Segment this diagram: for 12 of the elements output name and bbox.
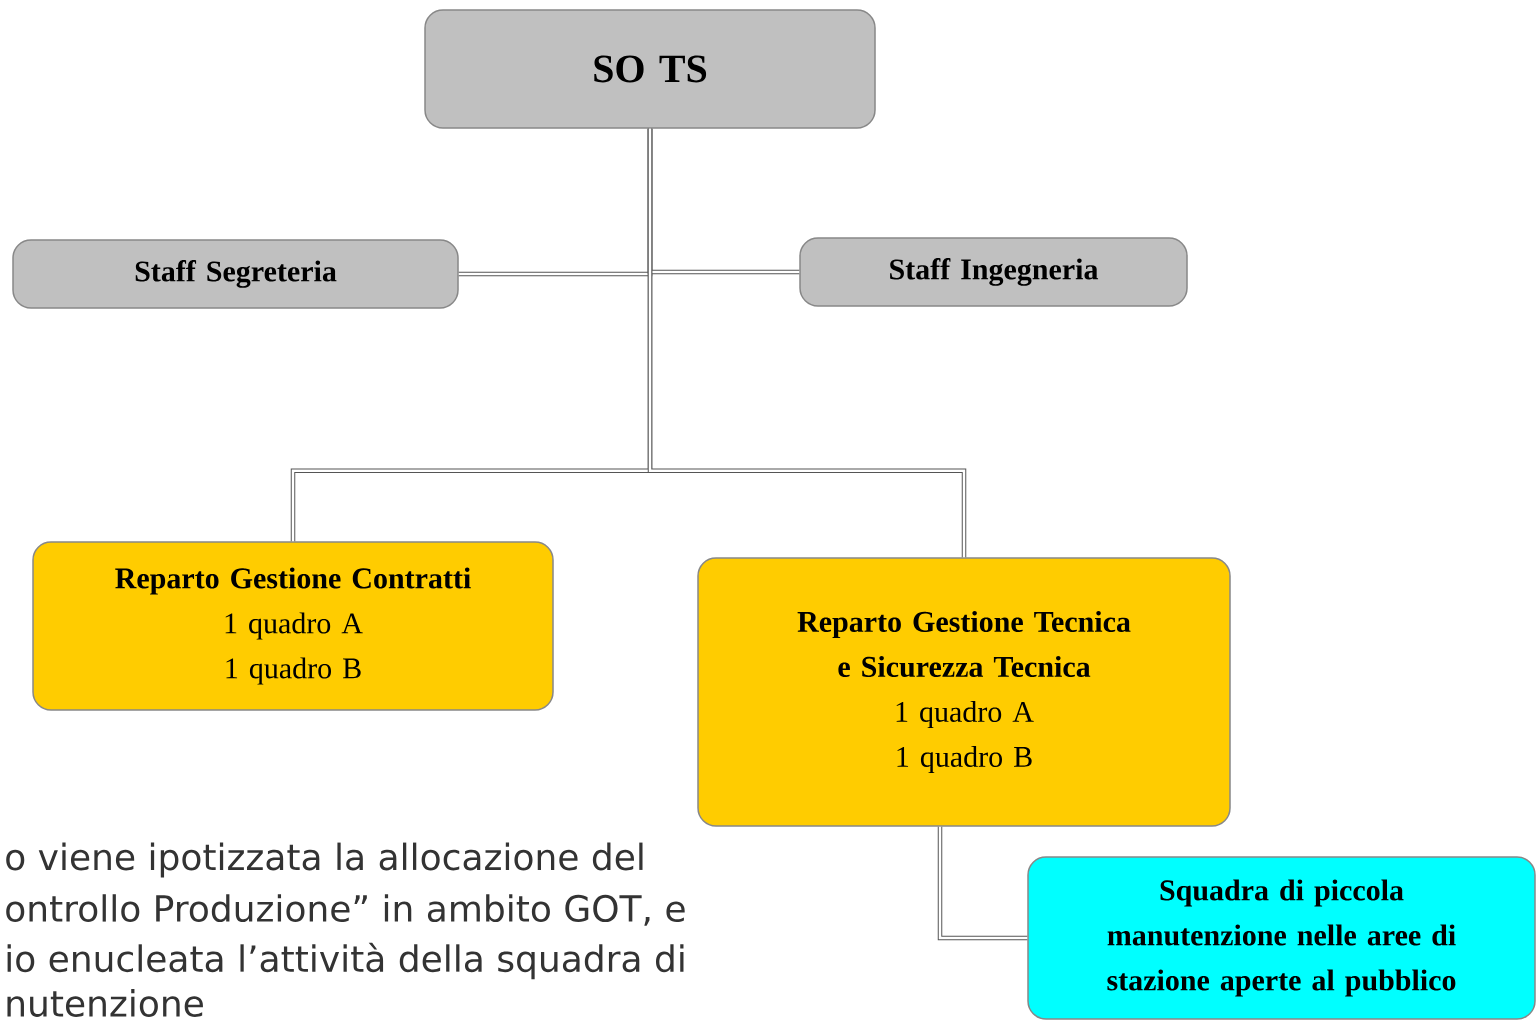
note-text: ontrollo Produzione” in ambito GOT, e [6, 894, 685, 926]
note-text: nutenzione [7, 989, 203, 1017]
org-box: Reparto Gestione Tecnica e Sicurezza Tecnica 1 quadro A 1 quadro B [697, 557, 1231, 827]
connector-line [647, 128, 967, 558]
org-box: Reparto Gestione Contratti 1 quadro A 1 quadro B [32, 541, 554, 711]
note-text: io enucleata l’attività della squadra di [7, 942, 684, 980]
org-box: Squadra di piccola manutenzione nelle aree di stazione aperte al pubblico [1027, 856, 1536, 1020]
connector-line [937, 826, 1028, 941]
note-text: o viene ipotizzata la allocazione del [6, 842, 643, 878]
org-box: SO TS [424, 9, 876, 129]
org-box: Staff Segreteria [12, 239, 459, 309]
org-box: Staff Ingegneria [799, 237, 1188, 307]
